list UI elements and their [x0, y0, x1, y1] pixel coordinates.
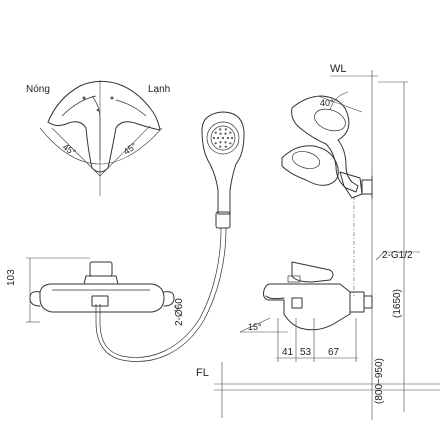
mixer-side-view: [239, 251, 420, 362]
angle-left-label: 45°: [61, 142, 78, 158]
dim-67-label: 67: [328, 347, 340, 358]
shower-hose: [99, 227, 222, 358]
nozzle-dot: [214, 131, 217, 134]
nozzle-dot: [219, 132, 222, 135]
wall-line-label: WL: [330, 63, 347, 75]
floor-line-label: FL: [196, 367, 209, 379]
nozzle-dot: [224, 145, 227, 148]
nozzle-dot: [219, 141, 222, 144]
angle-right-label: 45°: [122, 140, 139, 156]
nozzle-dot: [230, 136, 234, 140]
floor-line: [214, 362, 440, 418]
shower-head-front: [201, 111, 245, 229]
dim-41-label: 41: [282, 347, 294, 358]
diameter-label: 2-Ø60: [174, 298, 185, 326]
nozzle-dot: [224, 128, 227, 131]
hot-label: Nóng: [26, 84, 50, 95]
wall-line: [330, 70, 408, 420]
angle-tilt-label: 40°: [320, 98, 334, 108]
handle-top-view: [39, 80, 163, 196]
nozzle-dot: [224, 141, 227, 144]
mixer-front-view: [26, 257, 179, 323]
nozzle-dot: [221, 136, 225, 140]
nozzle-dot: [229, 131, 232, 134]
nozzle-dot: [229, 142, 232, 145]
angle-spout-label: 15°: [248, 322, 262, 332]
height-1650-label: (1650): [392, 289, 403, 318]
nozzle-dot: [219, 145, 222, 148]
dim-53-label: 53: [300, 347, 312, 358]
height-range-label: (800~950): [374, 358, 385, 404]
height-103-label: 103: [6, 269, 17, 286]
thread-label: 2-G1/2: [382, 250, 413, 261]
nozzle-dot: [216, 136, 220, 140]
nozzle-dot: [212, 136, 216, 140]
shower-hose-inner: [95, 227, 227, 362]
nozzle-dot: [226, 136, 230, 140]
cold-label: Lạnh: [148, 84, 170, 95]
nozzle-dot: [214, 142, 217, 145]
nozzle-dot: [224, 132, 227, 135]
nozzle-pattern: [212, 128, 234, 148]
nozzle-dot: [219, 128, 222, 131]
